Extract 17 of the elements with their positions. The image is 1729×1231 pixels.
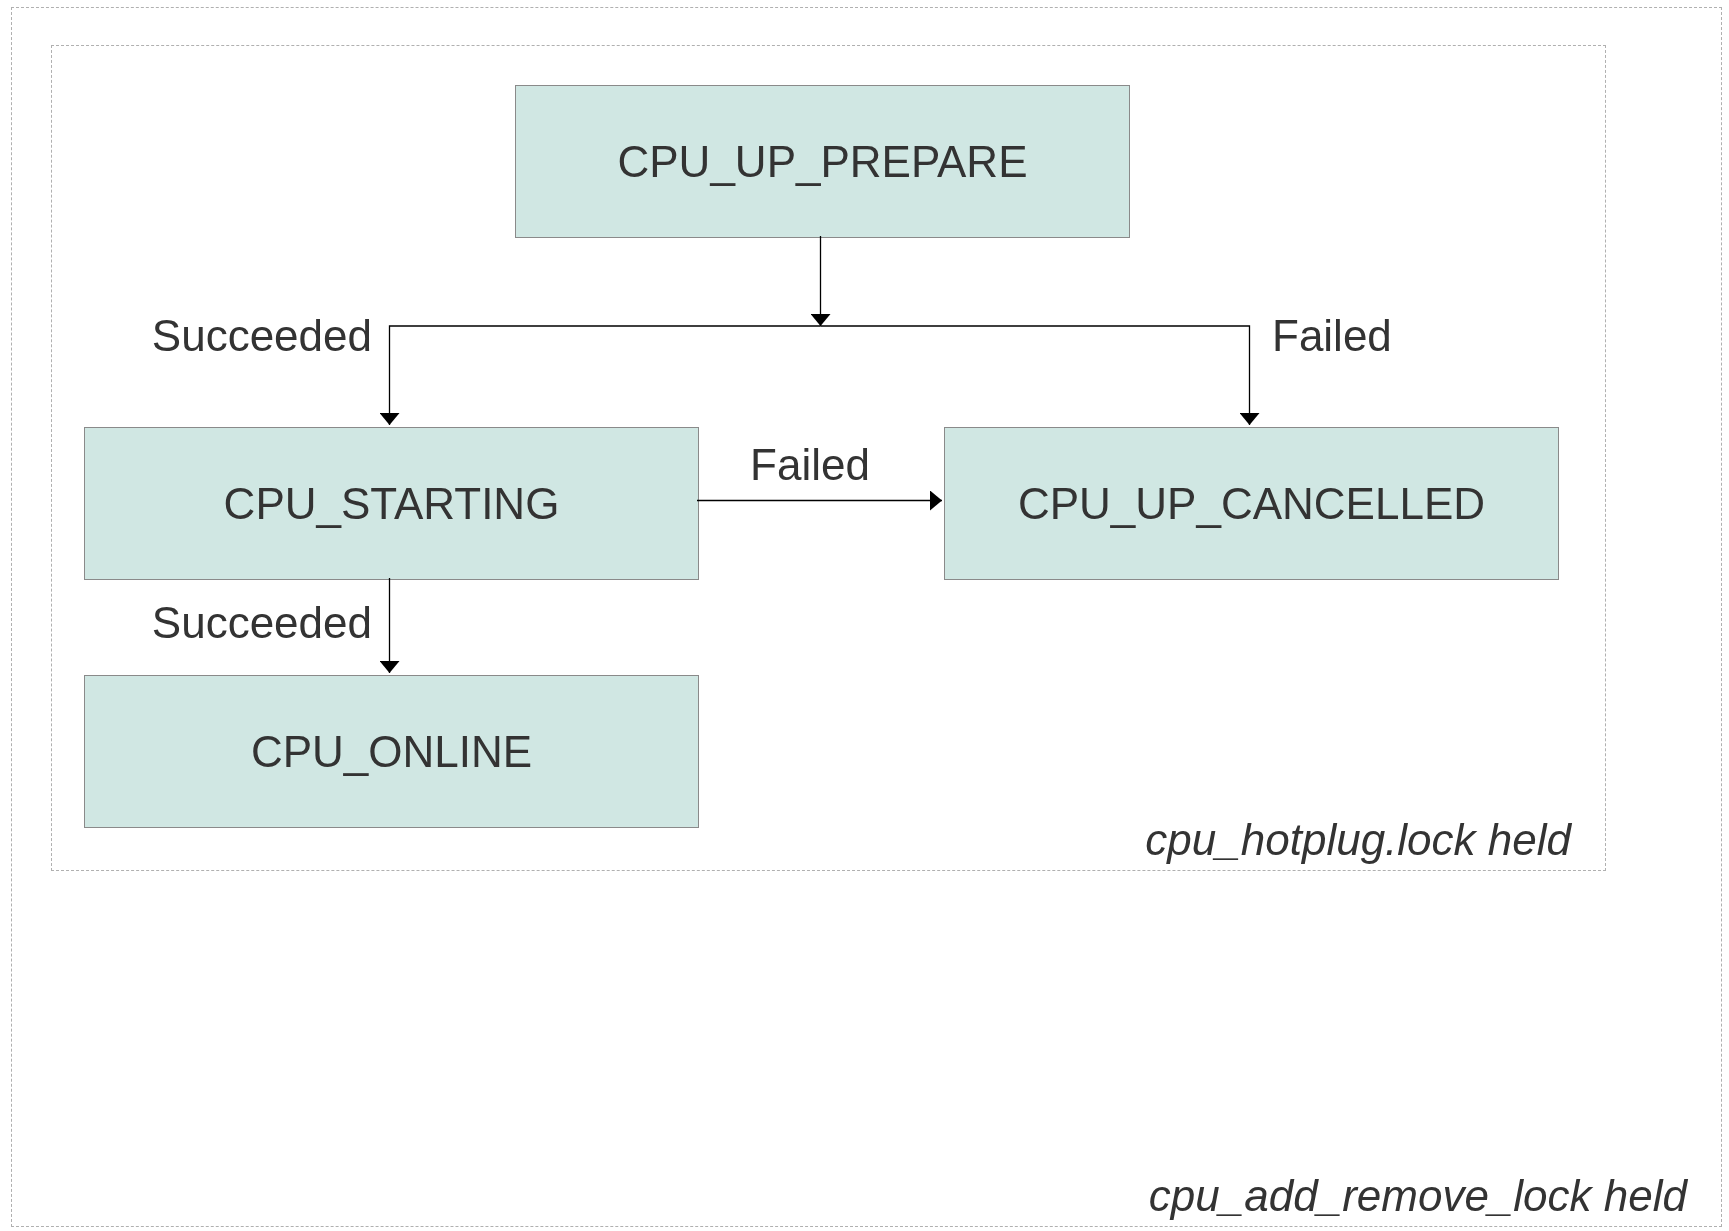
dashed-region bbox=[51, 45, 1606, 871]
state-box bbox=[515, 85, 1130, 238]
arrow bbox=[819, 325, 1260, 426]
arrow bbox=[379, 577, 400, 674]
region-label: cpu_add_remove_lock held bbox=[1148, 1174, 1687, 1218]
state-box bbox=[944, 427, 1559, 580]
state-label: CPU_ONLINE bbox=[250, 729, 533, 774]
state-label: CPU_UP_CANCELLED bbox=[1017, 481, 1486, 526]
arrow bbox=[696, 490, 943, 511]
state-box bbox=[84, 427, 699, 580]
state-box bbox=[84, 675, 699, 828]
dashed-region bbox=[11, 7, 1722, 1227]
arrow bbox=[379, 325, 822, 426]
state-label: CPU_UP_PREPARE bbox=[617, 139, 1028, 184]
arrow bbox=[810, 235, 831, 327]
region-label: cpu_hotplug.lock held bbox=[1145, 818, 1571, 862]
state-label: CPU_STARTING bbox=[223, 481, 560, 526]
